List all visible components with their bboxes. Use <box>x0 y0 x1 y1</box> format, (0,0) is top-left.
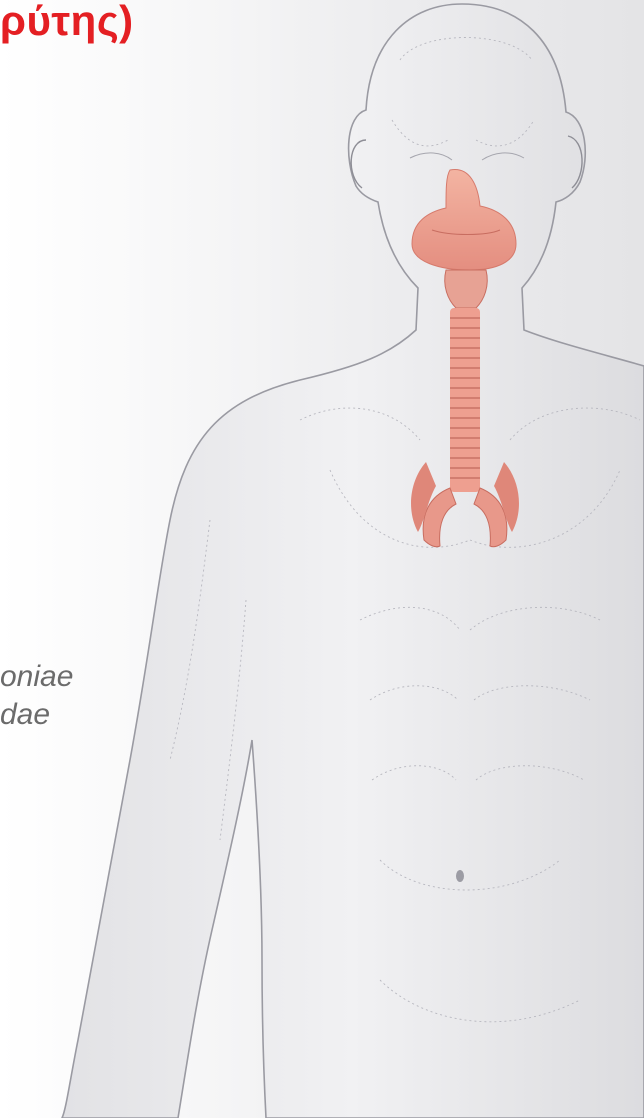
body-silhouette <box>62 4 644 1118</box>
caption-line-1: oniae <box>0 659 73 695</box>
larynx-icon <box>445 270 488 308</box>
slide-title: ρύτης) <box>0 0 134 46</box>
trachea-icon <box>450 308 480 492</box>
caption-line-2: dae <box>0 697 50 733</box>
navel <box>456 870 464 882</box>
